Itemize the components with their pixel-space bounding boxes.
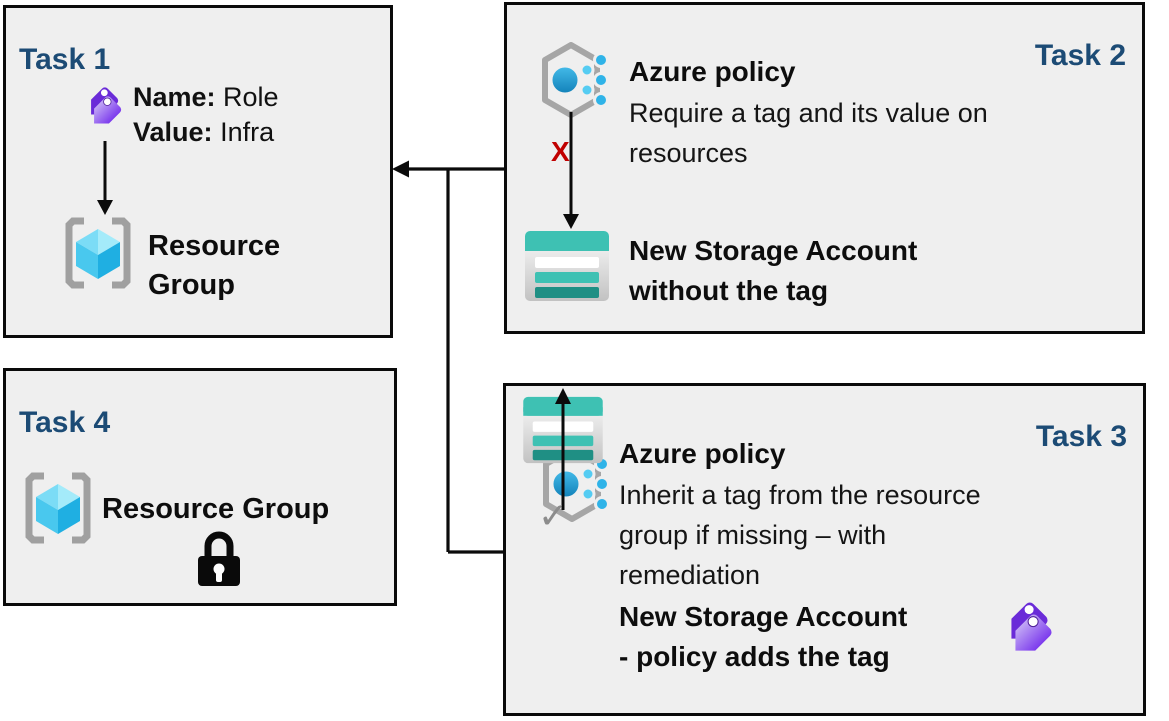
resource-group-label-line1: Resource (148, 230, 281, 262)
tag-name-line: Name: Role (133, 80, 279, 115)
tag-value-line: Value: Infra (133, 115, 279, 150)
arrowhead-into-task1 (392, 160, 409, 178)
policy-description-line1: Inherit a tag from the resource (619, 480, 981, 510)
value-value: Infra (220, 117, 275, 147)
resource-group-label: Resource Group (148, 227, 280, 305)
task3-title: Task 3 (1035, 419, 1127, 453)
task3-box: Task 3 ✓ Azure policy Inherit a tag from… (503, 383, 1146, 716)
policy-heading: Azure policy (629, 56, 796, 87)
policy-description-line2: group if missing – with (619, 520, 887, 550)
policy-description: Require a tag and its value on resources (629, 93, 1129, 173)
task2-title: Task 2 (1034, 38, 1126, 72)
checkmark-icon: ✓ (538, 495, 569, 536)
task4-box: Task 4 Resource Group (3, 368, 397, 606)
lock-icon (194, 526, 244, 590)
deny-arrow-icon (563, 112, 579, 229)
storage-label-line1: New Storage Account (629, 235, 918, 266)
policy-description-line1: Require a tag and its value on (629, 98, 988, 128)
azure-policy-icon (529, 42, 613, 118)
storage-label-line2: without the tag (629, 275, 829, 306)
down-arrow-icon (97, 141, 113, 215)
task1-title: Task 1 (19, 42, 111, 76)
resource-group-label-line2: Group (148, 269, 235, 301)
policy-heading: Azure policy (619, 438, 786, 469)
policy-description-line3: remediation (619, 560, 761, 590)
task4-title: Task 4 (19, 405, 111, 439)
storage-label-line1: New Storage Account (619, 601, 908, 632)
name-value: Role (223, 82, 279, 112)
task2-box: Task 2 Azure policy Require a tag and it… (504, 2, 1145, 334)
storage-account-icon (521, 395, 605, 465)
resource-group-icon (18, 468, 98, 548)
value-label: Value: (133, 117, 213, 147)
storage-label: New Storage Account without the tag (629, 231, 917, 311)
tag-name-value-block: Name: Role Value: Infra (133, 80, 279, 150)
resource-group-icon (58, 213, 138, 293)
storage-account-icon (523, 229, 611, 303)
deny-x-icon: X (551, 136, 570, 167)
storage-label-line2: - policy adds the tag (619, 641, 890, 672)
resource-group-label: Resource Group (102, 493, 330, 525)
policy-description: Inherit a tag from the resource group if… (619, 475, 1099, 595)
task1-box: Task 1 Name: Role Value: Infra Resource … (3, 5, 393, 338)
policy-description-line2: resources (629, 138, 748, 168)
tag-icon (78, 84, 126, 138)
tag-icon (994, 598, 1058, 670)
name-label: Name: (133, 82, 216, 112)
storage-label: New Storage Account - policy adds the ta… (619, 597, 907, 677)
